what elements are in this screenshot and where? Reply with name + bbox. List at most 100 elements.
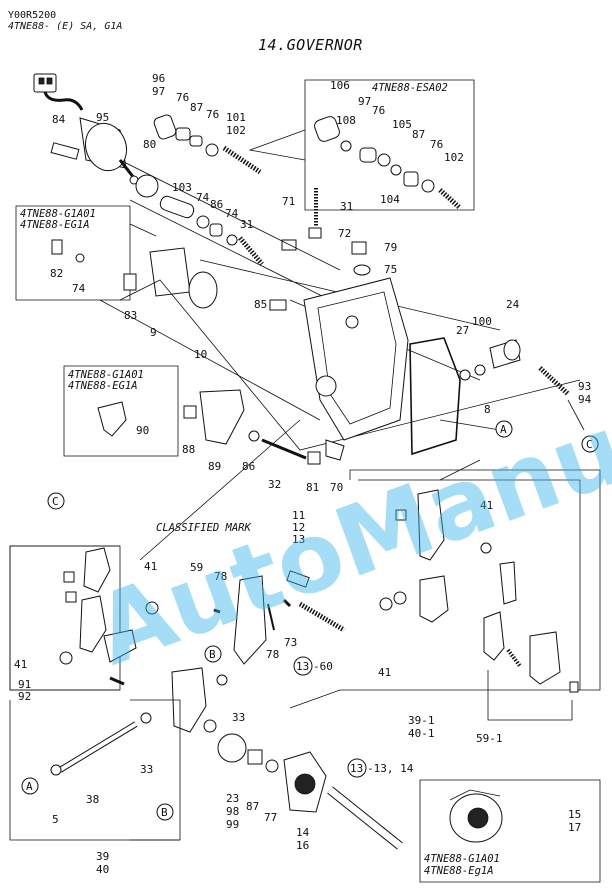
part-label: 14 xyxy=(296,826,310,839)
classified-mark-label: CLASSIFIED MARK xyxy=(156,522,252,534)
part-label: 12 xyxy=(292,521,305,534)
part-label: 87 xyxy=(246,800,259,813)
part-label: 108 xyxy=(336,114,356,127)
variant-esa02: 4TNE88-ESA02 xyxy=(372,82,448,94)
circle-ref-a-upper: A xyxy=(500,423,507,436)
part-label: 79 xyxy=(384,241,397,254)
part-label: 99 xyxy=(226,818,239,831)
part-label: 92 xyxy=(18,690,31,703)
part-label: 74 xyxy=(72,282,86,295)
part-label: 15 xyxy=(568,808,581,821)
part-label: -60 xyxy=(313,660,333,673)
part-label: 59-1 xyxy=(476,732,503,745)
part-label: 101 xyxy=(226,111,246,124)
solenoid-assembly xyxy=(33,73,159,198)
part-label: 33 xyxy=(140,763,153,776)
doc-code: Y00R5200 xyxy=(8,10,57,21)
variant-g1a01-b: 4TNE88-G1A01 xyxy=(68,369,144,381)
part-label: 11 xyxy=(292,509,305,522)
part-label: 105 xyxy=(392,118,412,131)
part-label: 39 xyxy=(96,850,109,863)
part-label: 33 xyxy=(232,711,245,724)
part-label: 39-1 xyxy=(408,714,435,727)
part-label: 76 xyxy=(206,108,219,121)
g1a01-inset-a xyxy=(15,205,157,301)
lower-assembly xyxy=(9,545,403,850)
part-label: 106 xyxy=(330,79,350,92)
circle-ref-b-upper: B xyxy=(209,648,216,661)
part-label: 94 xyxy=(578,393,592,406)
part-label: 90 xyxy=(136,424,149,437)
part-label: 74 xyxy=(225,207,239,220)
part-label: 24 xyxy=(506,298,520,311)
part-label: 96 xyxy=(152,72,165,85)
part-label: 27 xyxy=(456,324,469,337)
part-label: 86 xyxy=(210,198,223,211)
variant-g1a01-a: 4TNE88-G1A01 xyxy=(20,208,96,220)
part-label: 95 xyxy=(96,111,109,124)
part-label: 78 xyxy=(266,648,279,661)
part-label: 73 xyxy=(284,636,297,649)
part-label: 76 xyxy=(372,104,385,117)
cover-plate xyxy=(123,247,287,311)
part-label: 72 xyxy=(338,227,351,240)
part-label: 102 xyxy=(226,124,246,137)
part-label: 59 xyxy=(190,561,203,574)
part-label: 76 xyxy=(176,91,189,104)
circle-ref-c-lower: C xyxy=(52,495,59,508)
part-label: 23 xyxy=(226,792,239,805)
right-fittings xyxy=(459,339,585,431)
part-label: 97 xyxy=(358,95,371,108)
part-label: 102 xyxy=(444,151,464,164)
part-label: 8 xyxy=(484,403,491,416)
g1a01-inset-c xyxy=(419,779,601,883)
part-label: 97 xyxy=(152,85,165,98)
part-label: 9 xyxy=(150,326,157,339)
part-label: 98 xyxy=(226,805,239,818)
lever-group xyxy=(183,389,345,465)
part-label: 85 xyxy=(254,298,267,311)
part-label: 38 xyxy=(86,793,99,806)
esa02-inset xyxy=(248,79,475,211)
part-label: 75 xyxy=(384,263,397,276)
part-label: 104 xyxy=(380,193,400,206)
circle-ref-c-upper: C xyxy=(586,438,593,451)
governor-housing xyxy=(303,277,461,456)
part-label: 5 xyxy=(52,813,59,826)
part-label: 13 xyxy=(292,533,305,546)
right-inset xyxy=(289,469,601,721)
circle-ref-b-lower: B xyxy=(161,806,168,819)
part-label: 100 xyxy=(472,315,492,328)
part-label: 71 xyxy=(282,195,295,208)
part-numbers: 96 97 76 87 76 101 102 84 95 80 106 108 … xyxy=(14,72,592,876)
part-label: 32 xyxy=(268,478,281,491)
circle-ref-13-a: 13 xyxy=(296,660,309,673)
part-label: 86 xyxy=(242,460,255,473)
variant-eg1a-a: 4TNE88-EG1A xyxy=(20,219,90,231)
part-label: 41 xyxy=(144,560,157,573)
part-label: 84 xyxy=(52,113,66,126)
shaft-group xyxy=(159,188,371,276)
part-label: 41 xyxy=(14,658,27,671)
part-label: 31 xyxy=(340,200,353,213)
variant-eg1a-c: 4TNE88-Eg1A xyxy=(424,865,494,877)
part-label: 78 xyxy=(214,570,227,583)
page-title: 14.GOVERNOR xyxy=(258,36,363,54)
part-label: 87 xyxy=(190,101,203,114)
part-label: 82 xyxy=(50,267,63,280)
part-label: 40 xyxy=(96,863,109,876)
part-label: 89 xyxy=(208,460,221,473)
part-label: 31 xyxy=(240,218,253,231)
part-label: 10 xyxy=(194,348,207,361)
part-label: 81 xyxy=(306,481,319,494)
part-label: 76 xyxy=(430,138,443,151)
part-label: 40-1 xyxy=(408,727,435,740)
model-line: 4TNE88- (E) SA, G1A xyxy=(8,21,123,32)
variant-g1a01-c: 4TNE88-G1A01 xyxy=(424,853,500,865)
part-label: -13, 14 xyxy=(367,762,414,775)
part-label: 16 xyxy=(296,839,309,852)
part-label: 17 xyxy=(568,821,581,834)
part-label: 41 xyxy=(480,499,493,512)
